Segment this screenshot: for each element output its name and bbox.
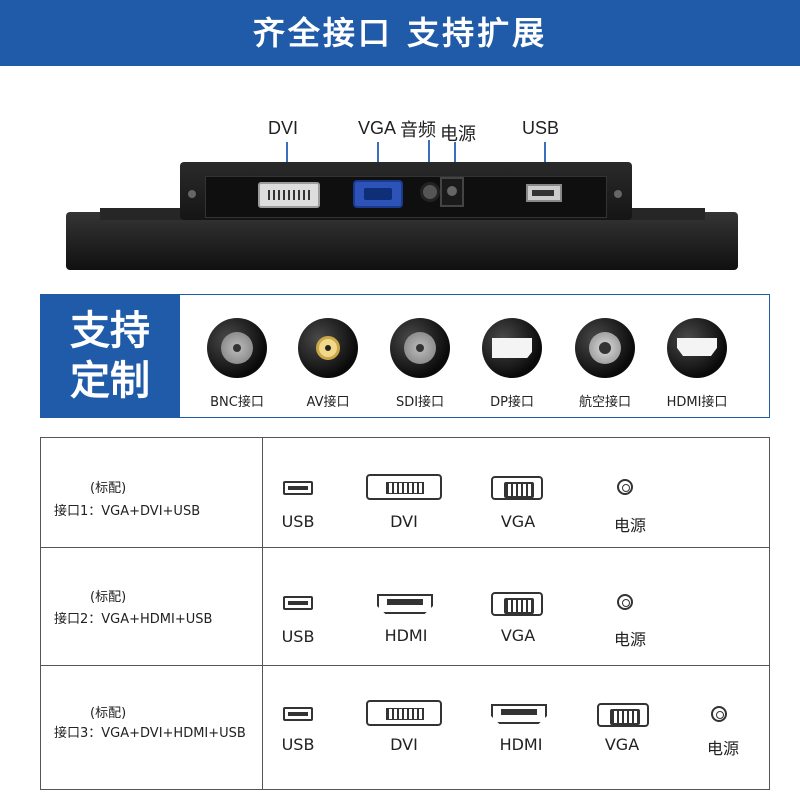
dvi-icon xyxy=(366,700,442,726)
custom-title: 支持 定制 xyxy=(40,300,180,412)
interface-config-table xyxy=(40,437,770,790)
config-3-port-label: USB xyxy=(281,735,315,754)
config-3-port-label: HDMI xyxy=(499,735,543,754)
header-banner xyxy=(0,0,800,66)
vga-port-icon xyxy=(353,180,403,208)
table-row-divider xyxy=(40,665,770,666)
hdmi-connector-icon xyxy=(667,318,727,378)
config-1-port-label: DVI xyxy=(390,512,418,531)
vga-icon xyxy=(491,476,543,500)
vga-icon xyxy=(597,703,649,727)
dvi-icon xyxy=(366,474,442,500)
config-3-port-label: DVI xyxy=(390,735,418,754)
custom-item-label: DP接口 xyxy=(490,395,534,410)
config-1-port-label: USB xyxy=(281,512,315,531)
custom-item-label: BNC接口 xyxy=(210,395,264,410)
usb-icon xyxy=(283,481,313,495)
dvi-port-icon xyxy=(258,182,320,208)
usb-icon xyxy=(283,596,313,610)
hdmi-icon xyxy=(491,704,547,724)
monitor-base xyxy=(66,212,738,270)
power-icon xyxy=(711,706,727,722)
config-3-port-label: 电源 xyxy=(706,739,739,758)
usb-port-label: USB xyxy=(522,118,560,138)
hdmi-icon xyxy=(377,594,433,614)
power-port-icon xyxy=(440,177,464,207)
custom-item-label: SDI接口 xyxy=(395,395,445,410)
config-2-port-label: USB xyxy=(281,627,315,646)
table-row-divider xyxy=(40,547,770,548)
custom-title-block xyxy=(40,294,180,418)
displayport-icon xyxy=(482,318,542,378)
usb-port-icon xyxy=(526,184,562,202)
config-1-port-label: VGA xyxy=(500,512,536,531)
sdi-connector-icon xyxy=(390,318,450,378)
audio-leader-line xyxy=(428,140,430,182)
custom-title-line1: 支持 xyxy=(70,308,150,354)
custom-item-label: 航空接口 xyxy=(578,395,631,410)
config-1-desc: 接口1：VGA+DVI+USB xyxy=(54,504,201,519)
screw-icon xyxy=(188,190,196,198)
config-2-desc: 接口2：VGA+HDMI+USB xyxy=(54,612,213,627)
audio-port-icon xyxy=(420,182,440,202)
banner-title: 齐全接口 支持扩展 xyxy=(252,14,548,52)
config-2-port-label: HDMI xyxy=(384,626,428,645)
table-column-divider xyxy=(262,437,263,790)
av-connector-icon xyxy=(298,318,358,378)
usb-icon xyxy=(283,707,313,721)
config-1-tag: (标配) xyxy=(90,481,127,496)
audio-port-label: 音频 xyxy=(400,120,436,140)
config-3-tag: (标配) xyxy=(90,706,127,721)
power-icon xyxy=(617,594,633,610)
screw-icon xyxy=(614,190,622,198)
config-3-port-label: VGA xyxy=(604,735,640,754)
aviation-connector-icon xyxy=(575,318,635,378)
power-icon xyxy=(617,479,633,495)
vga-port-label: VGA xyxy=(358,118,397,138)
power-leader-line xyxy=(454,142,456,178)
vga-icon xyxy=(491,592,543,616)
custom-item-label: HDMI接口 xyxy=(666,395,728,410)
config-1-port-label: 电源 xyxy=(613,516,646,535)
config-2-port-label: 电源 xyxy=(613,630,646,649)
config-3-desc: 接口3：VGA+DVI+HDMI+USB xyxy=(54,726,246,741)
bnc-connector-icon xyxy=(207,318,267,378)
power-port-label: 电源 xyxy=(440,124,476,144)
dvi-port-label: DVI xyxy=(268,118,299,138)
config-2-tag: (标配) xyxy=(90,590,127,605)
custom-item-label: AV接口 xyxy=(306,395,350,410)
custom-title-line2: 定制 xyxy=(70,358,150,404)
config-2-port-label: VGA xyxy=(500,626,536,645)
